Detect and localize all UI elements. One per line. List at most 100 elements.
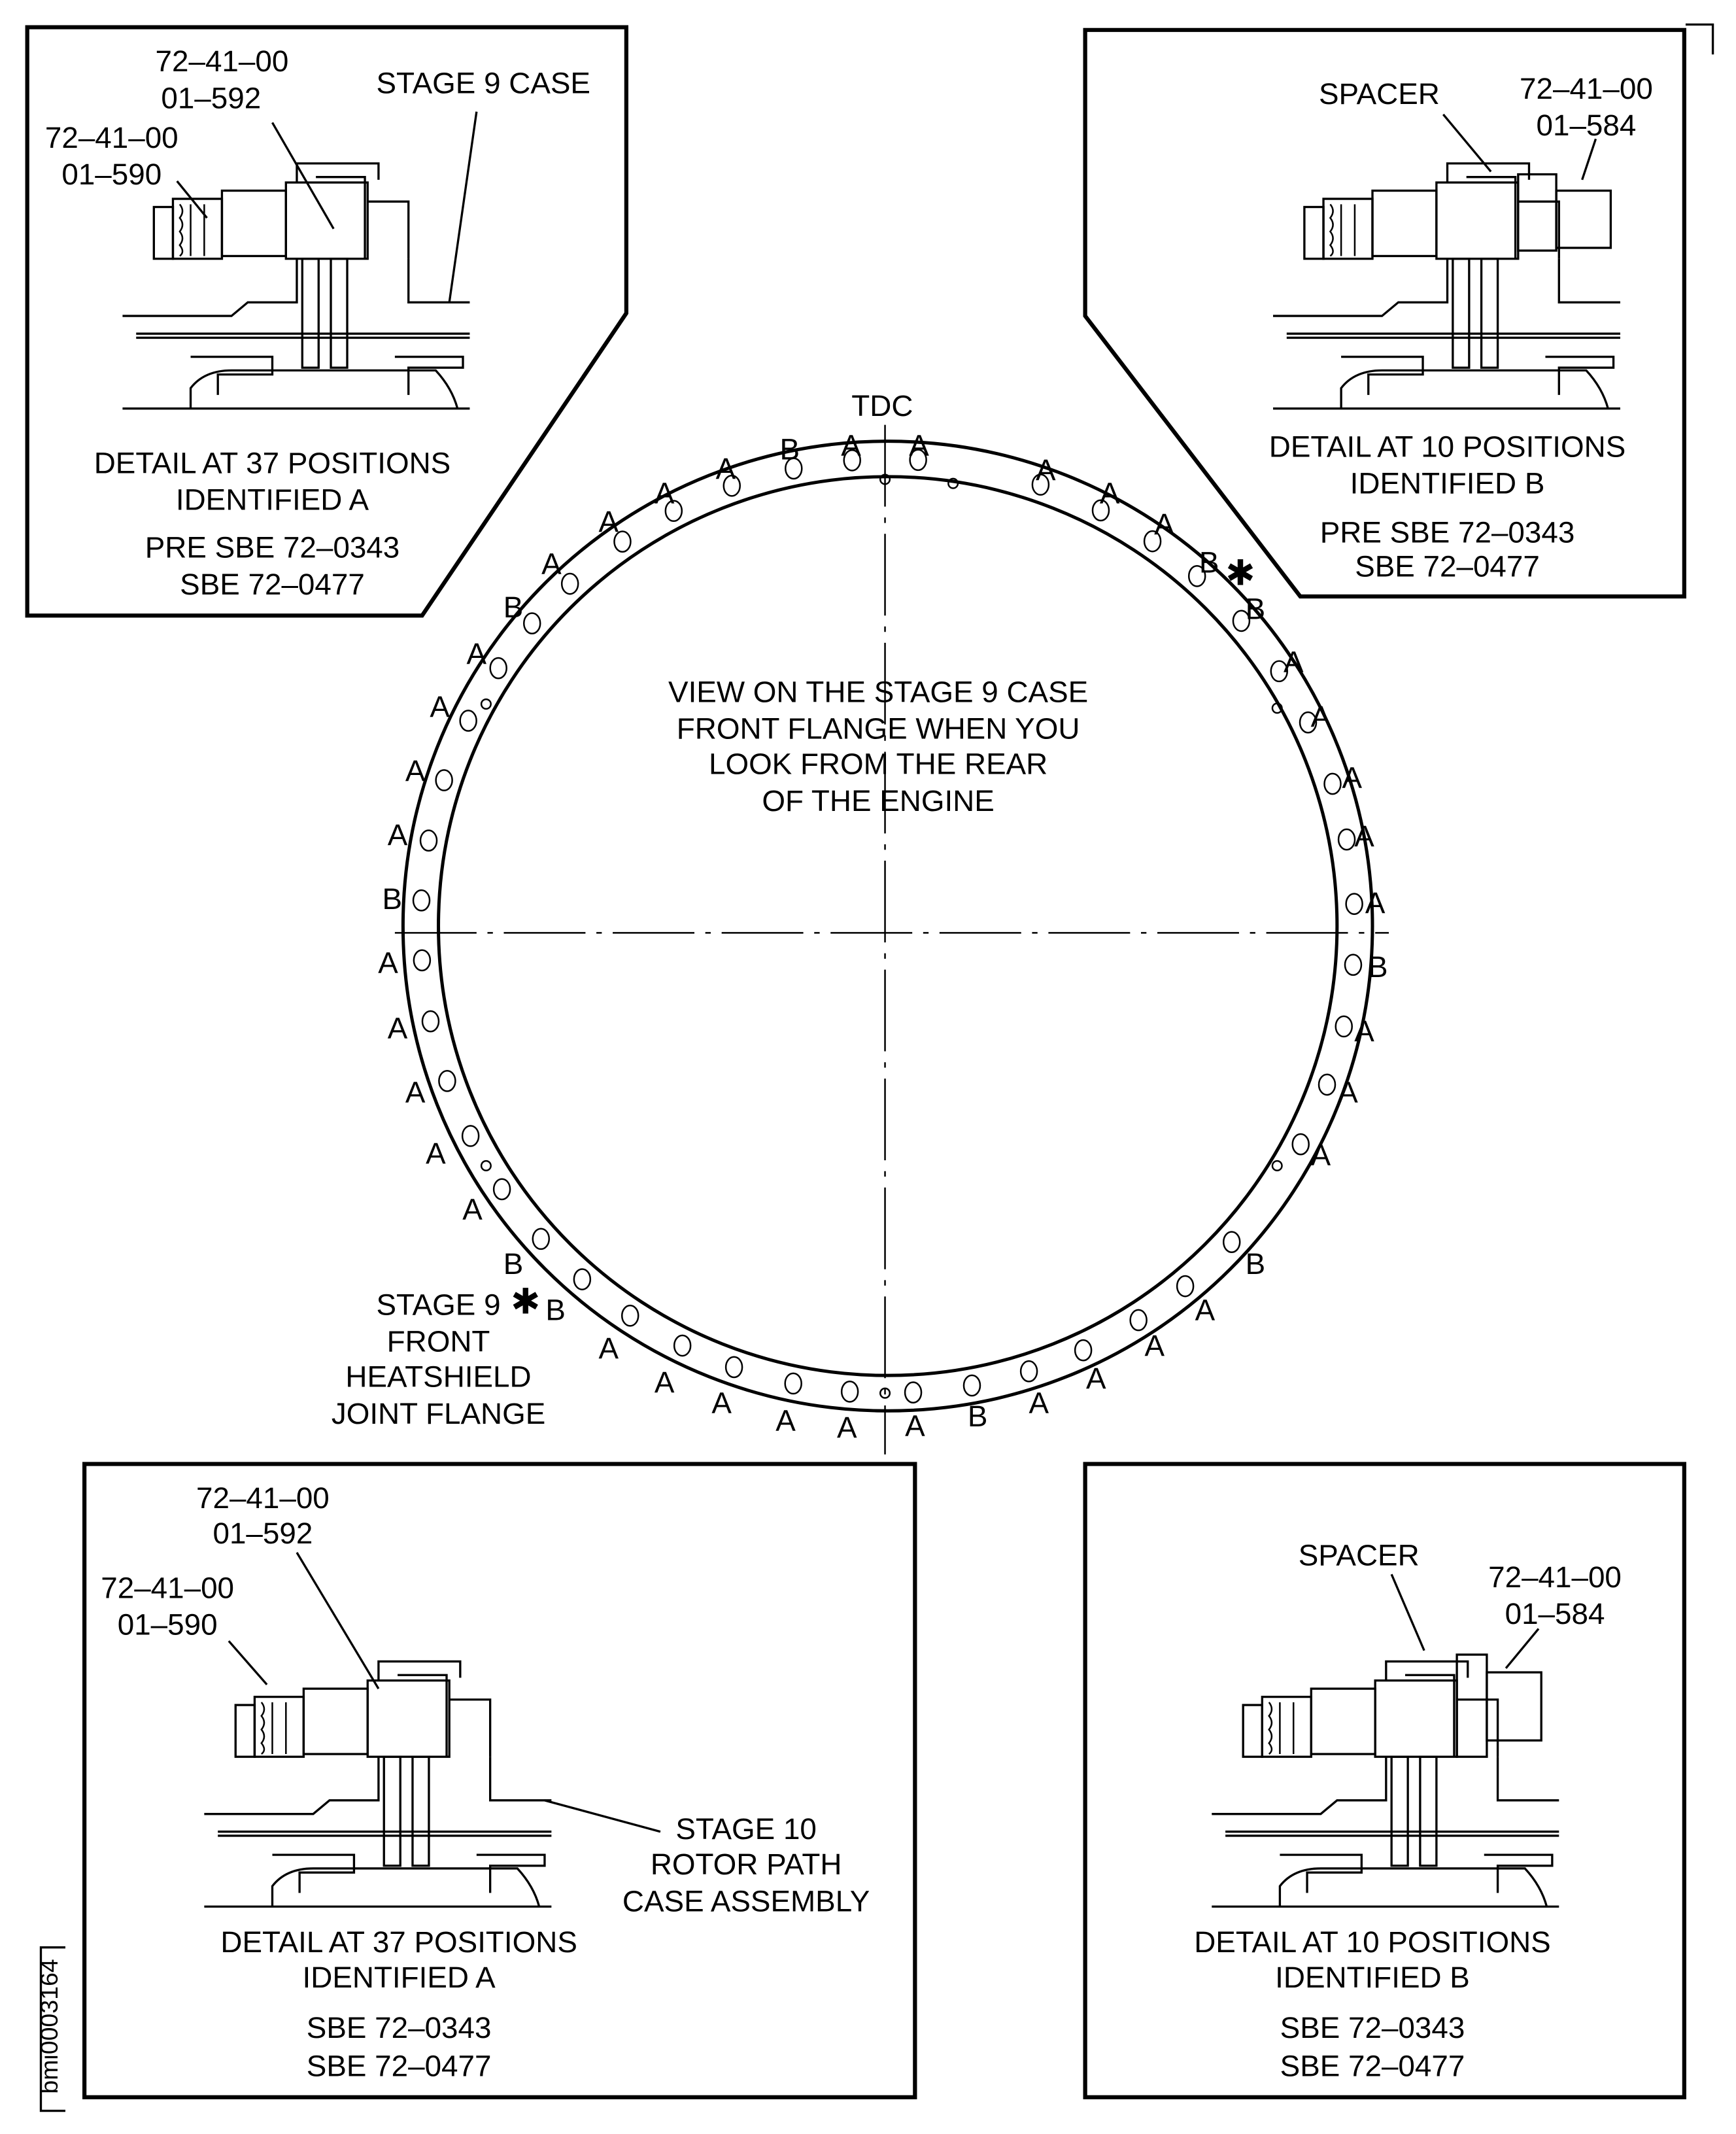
position-label: A (909, 428, 929, 462)
small-hole (1271, 702, 1283, 714)
bolt-hole (438, 1070, 456, 1092)
detail-bottom-right: SPACER 72–41–00 01–584 DETAIL AT 10 POSI… (1083, 1462, 1686, 2099)
bolt-hole (1187, 564, 1206, 587)
flange-view: AAAABBAAAAABAAABAAAABAAAAAABBAAAAABAAAAB… (332, 389, 1389, 1454)
position-label: A (378, 946, 398, 980)
leader-lines (1442, 113, 1597, 181)
case-label: STAGE 10 (675, 1812, 816, 1846)
applicability: SBE 72–0477 (1355, 550, 1540, 583)
leader-lines (176, 111, 478, 303)
position-label: A (405, 754, 426, 787)
position-label: B (545, 1294, 566, 1327)
callout-part-number: 72–41–00 (45, 121, 179, 154)
bolt-hole (1019, 1360, 1038, 1383)
bolt-hole (843, 449, 861, 472)
bolt-hole (1176, 1275, 1195, 1298)
bolt-hole (664, 500, 683, 523)
bolt-hole (1323, 772, 1342, 795)
callout-item-number: 01–584 (1505, 1597, 1605, 1630)
position-label: A (541, 547, 562, 581)
callout-part-number: 72–41–00 (101, 1571, 234, 1604)
position-label: A (1154, 508, 1174, 541)
small-hole (480, 698, 492, 710)
bolt-hole (1270, 660, 1289, 683)
bolt-hole (419, 829, 438, 852)
position-label: B (382, 882, 402, 916)
position-label: A (1342, 761, 1362, 795)
detail-frame (1083, 27, 1686, 599)
applicability: SBE 72–0477 (180, 568, 365, 601)
detail-frame (82, 1462, 917, 2099)
bolt-hole (1318, 1073, 1336, 1096)
view-note: VIEW ON THE STAGE 9 CASE (668, 675, 1088, 708)
bolt-hole (1222, 1231, 1241, 1254)
position-label: A (599, 505, 619, 538)
position-label: A (1338, 1076, 1358, 1109)
flange-outer-edge (401, 439, 1374, 1413)
bolt-hole (784, 1372, 802, 1395)
spacer-label: SPACER (1299, 1539, 1420, 1572)
applicability: SBE 72–0477 (307, 2049, 492, 2082)
drawing-id: bmi0003164 (35, 1959, 63, 2093)
bolt-hole (1143, 530, 1162, 553)
spacer-drawing (1517, 173, 1557, 252)
position-labels: AAAABBAAAAABAAABAAAABAAAAAABBAAAAABAAAAB… (378, 428, 1387, 1443)
position-label: B (968, 1400, 988, 1433)
callout-item-number: 01–592 (213, 1517, 313, 1550)
small-hole (879, 1387, 891, 1399)
bolt-hole (492, 1178, 511, 1201)
position-label: A (1354, 819, 1374, 853)
bolt-assembly-drawing (1210, 1653, 1560, 1908)
position-label: A (467, 637, 487, 670)
position-label: A (1311, 1138, 1331, 1171)
view-note: OF THE ENGINE (762, 784, 994, 817)
applicability: PRE SBE 72–0343 (1320, 516, 1575, 549)
position-label: A (716, 452, 736, 485)
star-marker: ✱ (511, 1282, 540, 1322)
bolt-hole (613, 530, 632, 553)
leader-lines (228, 1551, 661, 1833)
position-label: B (1246, 1247, 1266, 1281)
bolt-hole (785, 457, 803, 480)
position-label: A (388, 1012, 408, 1045)
detail-frame (1083, 1462, 1686, 2099)
bolt-hole (840, 1380, 859, 1403)
small-hole (480, 1160, 492, 1172)
bolt-hole (1232, 610, 1251, 632)
bolt-assembly-drawing (203, 1660, 553, 1908)
detail-caption: DETAIL AT 10 POSITIONS (1269, 430, 1625, 464)
detail-caption: IDENTIFIED B (1275, 1961, 1470, 1994)
case-label: ROTOR PATH (651, 1848, 842, 1881)
bolt-hole (621, 1304, 639, 1327)
position-label: A (405, 1076, 426, 1109)
position-label: A (462, 1193, 483, 1226)
position-label: A (1036, 453, 1056, 487)
bolt-hole (1291, 1133, 1310, 1156)
heatshield-label: HEATSHIELD (345, 1360, 531, 1394)
detail-caption: DETAIL AT 10 POSITIONS (1194, 1925, 1551, 1959)
bolt-hole (1091, 499, 1110, 522)
bolt-hole (904, 1381, 923, 1404)
callout-part-number: 72–41–00 (1520, 72, 1653, 105)
small-hole (879, 473, 891, 485)
position-label: A (1029, 1386, 1049, 1419)
bolt-hole (435, 769, 453, 791)
applicability: SBE 72–0477 (1280, 2049, 1465, 2082)
bolt-hole (413, 949, 432, 972)
case-label: CASE ASSEMBLY (622, 1884, 870, 1918)
bolt-hole (421, 1010, 440, 1033)
callout-item-number: 01–584 (1537, 109, 1637, 142)
small-hole (947, 477, 959, 489)
position-label: A (1365, 886, 1386, 920)
bolt-hole (1129, 1309, 1148, 1332)
bolt-hole (1337, 828, 1356, 851)
tdc-label: TDC (851, 389, 913, 422)
position-label: B (1246, 592, 1266, 625)
bolt-hole (489, 657, 507, 680)
position-label: A (426, 1137, 446, 1170)
bolt-holes (412, 449, 1363, 1404)
bolt-hole (1335, 1015, 1353, 1038)
detail-frame (25, 25, 629, 618)
